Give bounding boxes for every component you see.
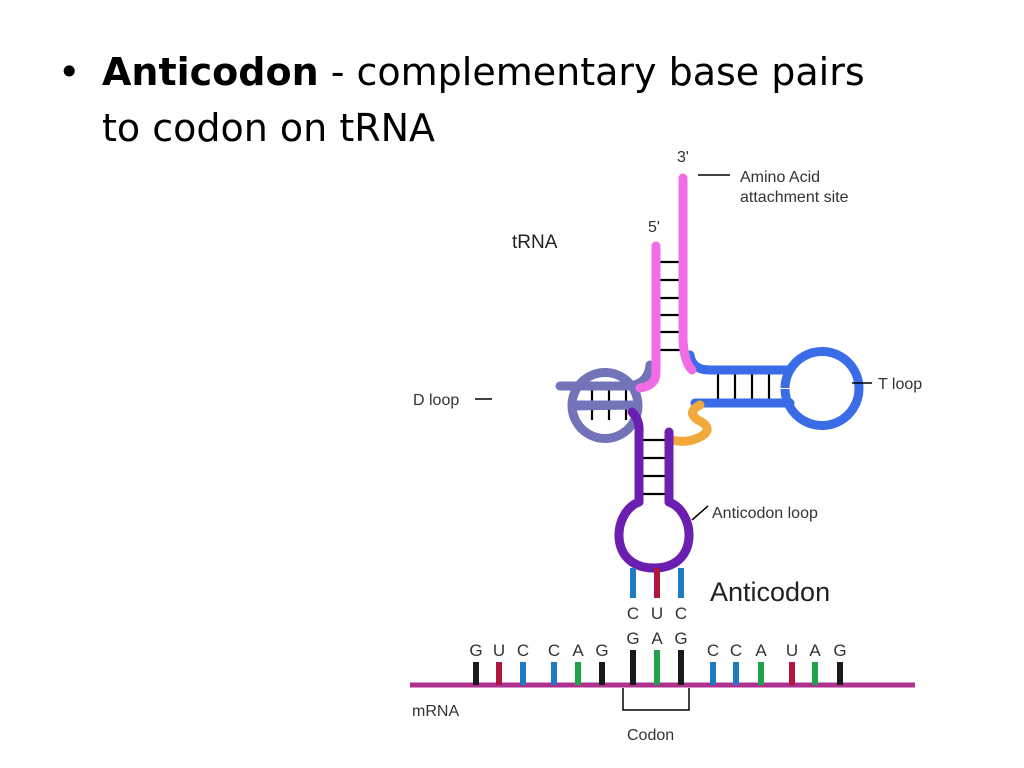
mrna-base-letter: G	[833, 641, 846, 660]
mrna-base-letter: G	[626, 629, 639, 648]
mrna-base-letter: C	[548, 641, 560, 660]
amino-acid-label-line1: Amino Acid	[740, 169, 820, 186]
codon-bracket	[622, 688, 690, 711]
d-arm-top-strand	[555, 360, 655, 391]
anticodon-base-letter: C	[627, 604, 639, 623]
anticodon-base-letter: C	[675, 604, 687, 623]
acceptor-stem	[635, 173, 697, 393]
t-arm-strands	[685, 350, 795, 408]
trna-label: tRNA	[512, 232, 558, 253]
mrna-label: mRNA	[412, 703, 459, 720]
three-prime-label: 3'	[677, 149, 689, 166]
mrna-base-letter: C	[730, 641, 742, 660]
bullet-term: Anticodon	[102, 50, 319, 94]
d-loop	[567, 368, 643, 443]
anticodon-arm	[627, 407, 674, 507]
mrna-base-letter: U	[493, 641, 505, 660]
mrna-base-letter: C	[517, 641, 529, 660]
bullet-definition: - complementary base pairs to codon on t…	[102, 50, 865, 150]
mrna-base-letter: A	[809, 641, 821, 660]
five-prime-label: 5'	[648, 219, 660, 236]
mrna-base-letter: G	[595, 641, 608, 660]
mrna-base-letter: G	[469, 641, 482, 660]
anticodon-loop	[614, 497, 694, 573]
bullet-dot: •	[58, 50, 81, 94]
anticodon-label: Anticodon	[710, 577, 830, 607]
anticodon-loop-label: Anticodon loop	[712, 505, 818, 522]
t-loop-label: T loop	[878, 376, 922, 393]
codon-label: Codon	[627, 727, 674, 744]
mrna-base-letter: C	[707, 641, 719, 660]
anticodon-base-letter: U	[651, 604, 663, 623]
mrna-base-letter: A	[755, 641, 767, 660]
mrna-base-letter: A	[572, 641, 584, 660]
t-loop	[780, 347, 864, 430]
mrna-base-letter: U	[786, 641, 798, 660]
bullet-text: Anticodon - complementary base pairs to …	[102, 44, 902, 156]
variable-loop	[667, 400, 712, 446]
mrna-base-letter: G	[674, 629, 687, 648]
d-loop-label: D loop	[413, 392, 459, 409]
mrna-base-letter: A	[651, 629, 663, 648]
amino-acid-label-line2: attachment site	[740, 189, 849, 206]
